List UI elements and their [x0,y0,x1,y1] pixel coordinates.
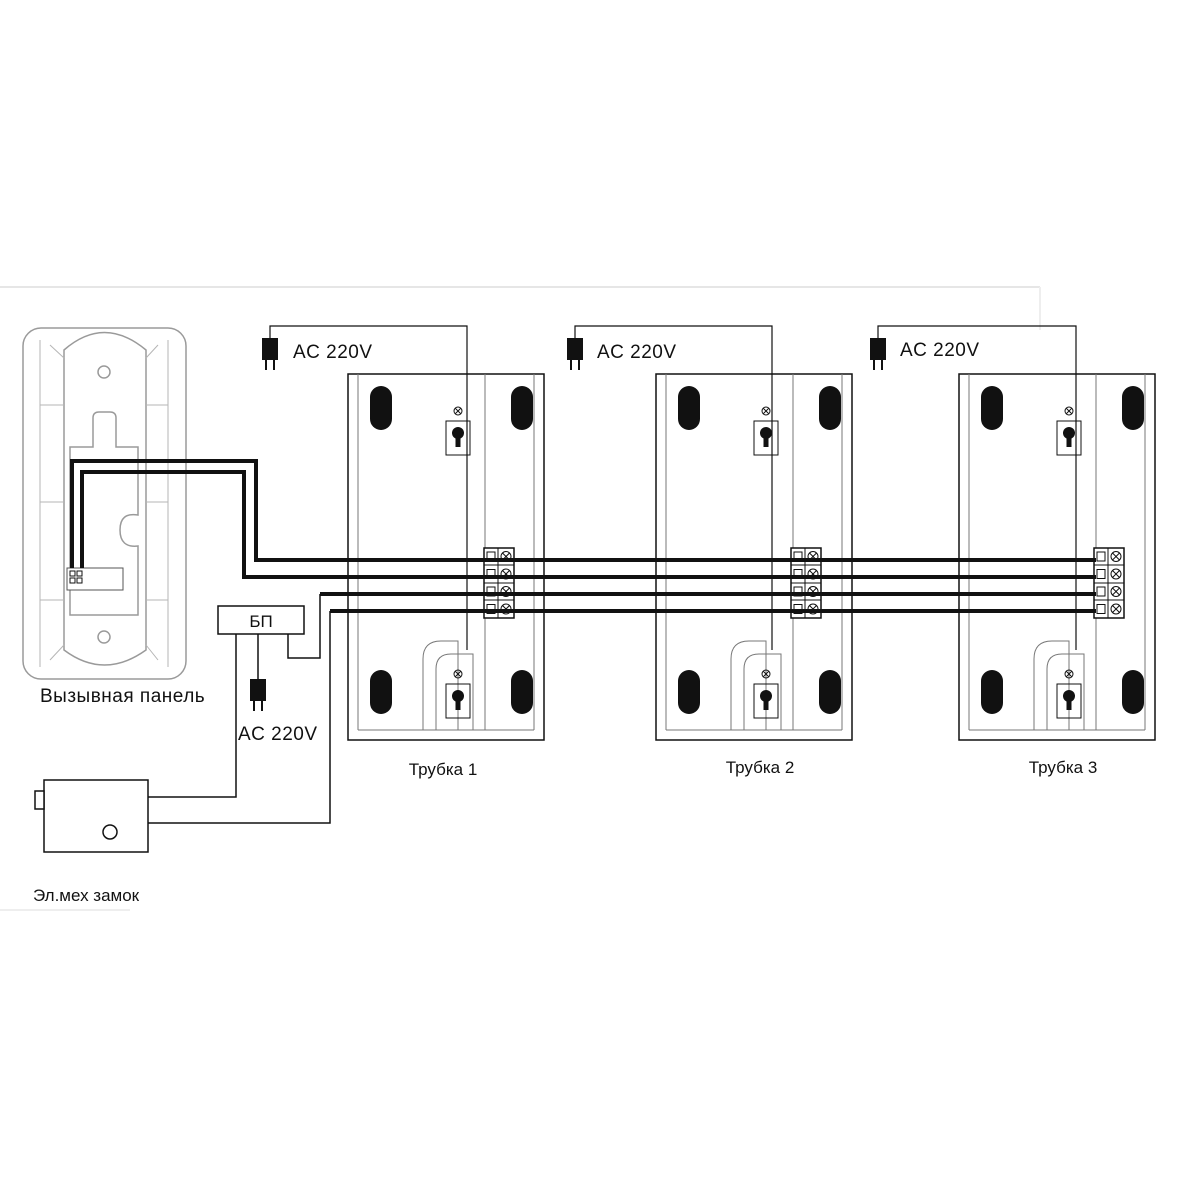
power-supply-label: БП [249,612,272,631]
plug-icon [869,337,887,371]
bus-wires [70,459,1096,613]
call-panel [22,327,187,680]
handset-3-label: Трубка 3 [1029,758,1098,777]
handset-3-mains-label: AC 220V [900,340,980,361]
power-supply [217,605,305,635]
plug-icon [261,337,279,371]
lock [34,779,149,853]
power-supply-plug [249,678,267,712]
handset-1-mains [261,325,468,650]
handset-1-mains-label: AC 220V [293,342,373,363]
power-supply-mains-label: AC 220V [238,724,318,745]
lock-wires [148,594,331,824]
plug-icon [249,678,267,712]
keyhole-icon [102,824,118,840]
handset-2 [656,374,852,740]
handset-1 [348,374,544,740]
handset-3-mains [869,325,1077,650]
plug-icon [566,337,584,371]
handset-2-label: Трубка 2 [726,758,795,777]
call-panel-label: Вызывная панель [40,686,205,707]
handset-1-label: Трубка 1 [409,760,478,779]
handset-2-mains [566,325,773,650]
handset-2-mains-label: AC 220V [597,342,677,363]
lock-label: Эл.мех замок [33,886,140,905]
handset-3 [959,374,1155,740]
